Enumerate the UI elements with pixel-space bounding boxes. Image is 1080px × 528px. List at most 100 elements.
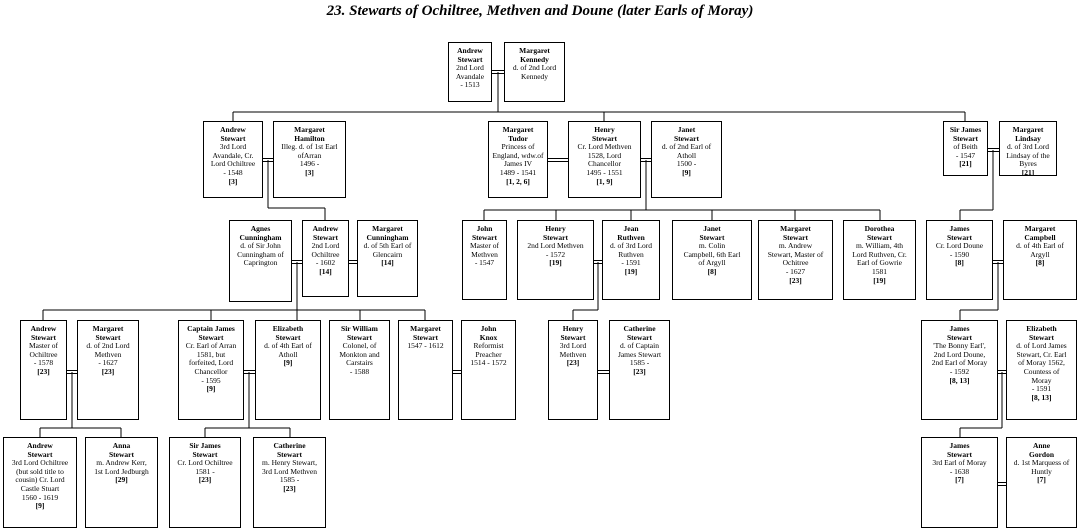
- person-ref: [21]: [959, 159, 972, 169]
- person-ref: [9]: [206, 384, 216, 394]
- person-ref: [19]: [873, 275, 886, 285]
- person-ref: [19]: [549, 258, 562, 268]
- page-title: 23. Stewarts of Ochiltree, Methven and D…: [326, 3, 754, 19]
- person-desc: 'The Bonny Earl',2nd Lord Doune,2nd Earl…: [931, 341, 988, 376]
- person-ref: [23]: [633, 366, 646, 376]
- person-ref: [3]: [228, 176, 238, 186]
- person-ref: [1, 9]: [596, 176, 613, 186]
- person-ref: [23]: [37, 366, 50, 376]
- person-ref: [21]: [1021, 167, 1035, 176]
- person-ref: [3]: [305, 167, 314, 177]
- person-ref: [7]: [955, 475, 964, 485]
- person-ref: [14]: [319, 266, 332, 276]
- person-desc: of Beith- 1547: [953, 142, 978, 160]
- person-ref: [8]: [955, 258, 964, 268]
- person-ref: [19]: [624, 266, 638, 276]
- person-desc: 3rd Lord Methven: [559, 341, 587, 359]
- person-ref: [29]: [115, 475, 128, 485]
- person-ref: [7]: [1037, 475, 1046, 485]
- person-desc: Cr. Lord Doune- 1590: [935, 241, 984, 259]
- person-desc: 2nd Lord Methven- 1572: [527, 241, 584, 259]
- person-ref: [23]: [789, 275, 802, 285]
- person-desc: 3rd Earl of Moray- 1638: [932, 458, 987, 476]
- person-ref: [23]: [283, 483, 296, 493]
- person-ref: [9]: [35, 501, 45, 511]
- person-ref: [23]: [566, 358, 580, 368]
